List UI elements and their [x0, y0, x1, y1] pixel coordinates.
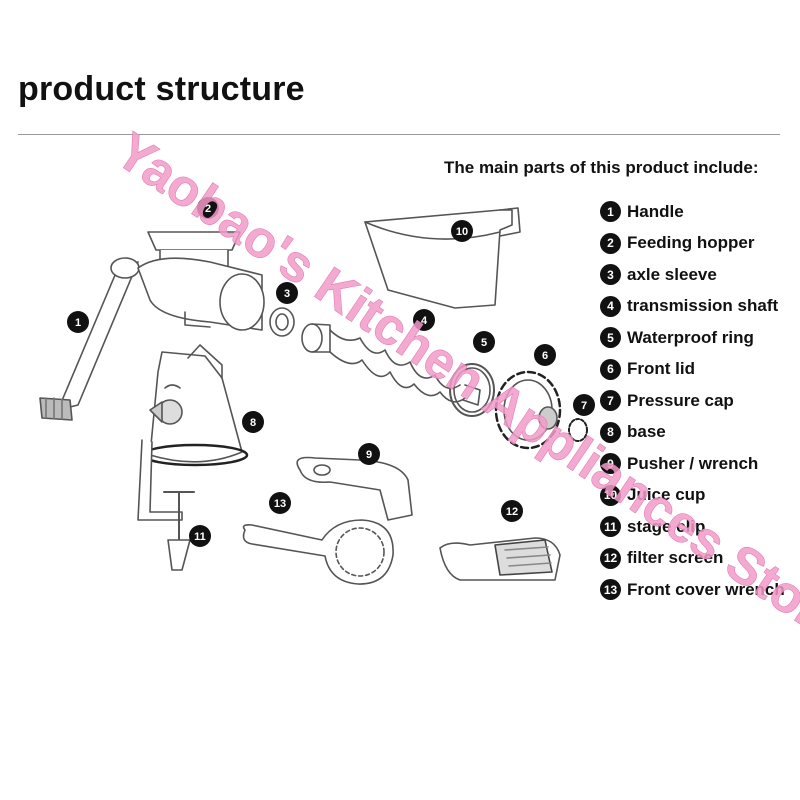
part-label: Waterproof ring — [627, 327, 754, 347]
part-item-13: 13 Front cover wrench — [600, 574, 785, 606]
part-item-9: 9 Pusher / wrench — [600, 448, 785, 480]
parts-list: 1 Handle 2 Feeding hopper 3 axle sleeve 4 tr… — [600, 196, 785, 606]
svg-text:13: 13 — [274, 498, 286, 510]
part-label: stage clip — [627, 516, 706, 536]
part-number-badge: 1 — [600, 201, 621, 223]
svg-text:6: 6 — [542, 350, 548, 362]
pressure-cap-part — [568, 418, 588, 442]
part-item-5: 5 Waterproof ring — [600, 322, 785, 354]
callout-9: 9 — [358, 443, 380, 465]
svg-text:2: 2 — [205, 203, 211, 215]
part-item-6: 6 Front lid — [600, 354, 785, 386]
base-part — [141, 344, 249, 467]
part-label: Feeding hopper — [627, 233, 755, 253]
part-number-badge: 11 — [600, 516, 621, 538]
part-item-11: 11 stage clip — [600, 511, 785, 543]
part-item-7: 7 Pressure cap — [600, 385, 785, 417]
svg-text:12: 12 — [506, 506, 518, 518]
title-divider — [18, 134, 780, 135]
part-number-badge: 13 — [600, 579, 621, 601]
callout-11: 11 — [189, 525, 211, 547]
svg-text:8: 8 — [250, 417, 256, 429]
part-item-12: 12 filter screen — [600, 543, 785, 575]
part-number-badge: 10 — [600, 484, 621, 506]
callout-2: 2 — [197, 197, 219, 219]
part-label: Pusher / wrench — [627, 453, 759, 473]
callout-4: 4 — [413, 309, 435, 331]
svg-text:4: 4 — [421, 315, 428, 327]
part-label: Handle — [627, 201, 684, 221]
transmission-shaft-part — [301, 323, 481, 406]
waterproof-ring-part — [449, 363, 495, 417]
part-number-badge: 6 — [600, 358, 621, 380]
part-number-badge: 3 — [600, 264, 621, 286]
part-number-badge: 2 — [600, 232, 621, 254]
part-label: transmission shaft — [627, 296, 779, 316]
handle-part — [39, 257, 140, 421]
parts-intro: The main parts of this product include: — [444, 158, 759, 177]
front-lid-part — [494, 370, 562, 450]
part-item-1: 1 Handle — [600, 196, 785, 228]
callout-12: 12 — [501, 500, 523, 522]
svg-text:3: 3 — [284, 288, 290, 300]
axle-sleeve-part — [269, 307, 295, 337]
part-item-8: 8 base — [600, 417, 785, 449]
juice-cup-part — [364, 207, 521, 309]
part-label: Front lid — [627, 359, 695, 379]
svg-text:9: 9 — [366, 449, 372, 461]
svg-text:1: 1 — [75, 317, 81, 329]
callout-5: 5 — [473, 331, 495, 353]
callout-3: 3 — [276, 282, 298, 304]
callout-7: 7 — [573, 394, 595, 416]
part-label: axle sleeve — [627, 264, 717, 284]
part-number-badge: 5 — [600, 327, 621, 349]
svg-text:11: 11 — [194, 531, 206, 543]
part-label: Front cover wrench — [627, 579, 785, 599]
stage-clip-part — [137, 439, 195, 571]
part-number-badge: 9 — [600, 453, 621, 475]
part-item-4: 4 transmission shaft — [600, 291, 785, 323]
part-item-10: 10 Juice cup — [600, 480, 785, 512]
part-item-2: 2 Feeding hopper — [600, 228, 785, 260]
callout-1: 1 — [67, 311, 89, 333]
filter-screen-part — [439, 537, 561, 581]
part-number-badge: 12 — [600, 547, 621, 569]
svg-text:10: 10 — [456, 226, 468, 238]
part-label: Pressure cap — [627, 390, 734, 410]
pusher-wrench-part — [296, 456, 413, 521]
hopper-body-part — [137, 231, 265, 331]
page-title: product structure — [18, 70, 305, 108]
part-label: Juice cup — [627, 485, 706, 505]
svg-text:5: 5 — [481, 337, 487, 349]
part-item-3: 3 axle sleeve — [600, 259, 785, 291]
front-cover-wrench-part — [242, 519, 394, 585]
callout-6: 6 — [534, 344, 556, 366]
callout-13: 13 — [269, 492, 291, 514]
callout-10: 10 — [451, 220, 473, 242]
part-label: filter screen — [627, 548, 724, 568]
part-number-badge: 7 — [600, 390, 621, 412]
part-number-badge: 8 — [600, 421, 621, 443]
svg-text:7: 7 — [581, 400, 587, 412]
part-label: base — [627, 422, 666, 442]
callout-8: 8 — [242, 411, 264, 433]
part-number-badge: 4 — [600, 295, 621, 317]
